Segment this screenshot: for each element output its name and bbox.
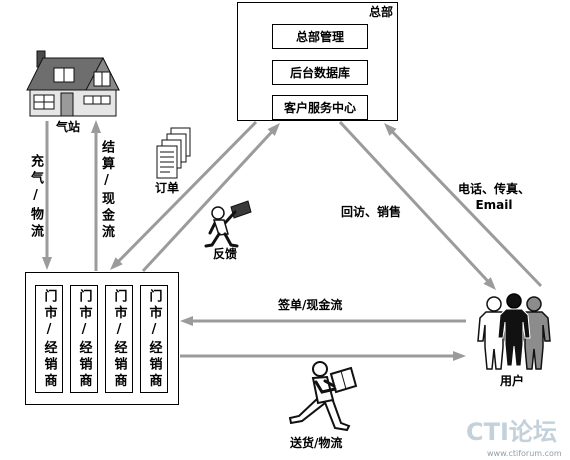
label-dealers-to-gas-station: 结算/现金流 <box>99 140 114 241</box>
users-label: 用户 <box>500 374 525 388</box>
label-gas-station-to-dealers: 充气/物流 <box>28 154 43 241</box>
delivery-front-leg <box>322 396 351 432</box>
label-hq-to-users: 回访、销售 <box>341 205 402 219</box>
feedback-label: 反馈 <box>213 247 238 261</box>
arrow-dealers-to-gas-station-head <box>91 120 101 133</box>
dealer-unit-label: 门市/经销商 <box>76 288 92 390</box>
label-dealers-to-users: 送货/物流 <box>290 436 343 450</box>
label-users-to-dealers: 签单/现金流 <box>278 298 343 312</box>
dealer-unit-label: 门市/经销商 <box>111 288 127 390</box>
gas-station-label: 气站 <box>56 120 81 134</box>
feedback-body <box>212 219 229 236</box>
feedback-back-leg <box>204 232 221 248</box>
customer-service-center-box: 客户服务中心 <box>272 95 368 120</box>
label-users-to-hq-line-2: Email <box>475 198 513 212</box>
watermark-brand: CTI论坛 <box>466 418 557 446</box>
arrow-dealers-to-hq <box>141 128 275 273</box>
label-users-to-hq-line-1: 电话、传真、 <box>457 182 530 196</box>
dealer-unit: 门市/经销商 <box>70 285 98 393</box>
house-icon <box>26 50 120 117</box>
user-head <box>526 296 542 312</box>
arrow-gas-station-to-dealers-head <box>42 257 52 270</box>
dealer-unit: 门市/经销商 <box>140 285 168 393</box>
dealers-box: 门市/经销商 门市/经销商 门市/经销商 门市/经销商 <box>25 272 179 405</box>
arrow-hq-to-dealers-head <box>110 257 123 270</box>
arrow-dealers-to-hq-head <box>267 123 280 136</box>
watermark-url: www.ctiforum.com <box>487 449 562 458</box>
arrow-dealers-to-users-head <box>453 351 466 361</box>
dealer-unit: 门市/经销商 <box>105 285 133 393</box>
user-figure-center <box>497 293 531 367</box>
feedback-person-icon <box>204 200 252 248</box>
delivery-lower-arm <box>314 380 337 394</box>
user-body <box>497 308 531 367</box>
user-head <box>486 296 502 312</box>
house-right-window <box>83 95 111 105</box>
arrow-hq-to-users-head <box>483 277 496 290</box>
delivery-upper-arm <box>323 379 336 388</box>
feedback-head <box>211 206 225 220</box>
arrow-users-to-hq <box>389 128 543 288</box>
feedback-front-leg <box>223 232 239 248</box>
feedback-raised-arm <box>223 210 237 225</box>
dealer-unit-label: 门市/经销商 <box>146 288 162 390</box>
headquarters-title: 总部 <box>368 5 393 19</box>
users-icon <box>477 293 551 370</box>
house-door <box>60 92 74 117</box>
dealer-unit-label: 门市/经销商 <box>41 288 57 390</box>
backend-database-box: 后台数据库 <box>272 60 368 85</box>
headquarters-box: 总部 总部管理 后台数据库 客户服务中心 <box>237 2 398 121</box>
delivery-person-icon <box>288 361 358 432</box>
arrow-users-to-dealers-head <box>180 316 193 326</box>
orders-label: 订单 <box>155 181 180 195</box>
arrow-users-to-hq-head <box>384 123 397 136</box>
document-stack-icon <box>156 127 191 179</box>
delivery-box-tape <box>340 370 347 390</box>
flow-arrows <box>42 120 543 361</box>
dealer-unit: 门市/经销商 <box>35 285 63 393</box>
arrow-hq-to-users <box>338 120 491 285</box>
feedback-paper <box>230 200 252 219</box>
delivery-head <box>312 361 328 377</box>
hq-management-box: 总部管理 <box>272 24 368 49</box>
arrow-hq-to-dealers <box>115 120 258 265</box>
feedback-lower-arm <box>208 221 217 235</box>
user-head <box>506 293 522 309</box>
label-users-to-hq: 电话、传真、 Email <box>455 181 533 213</box>
